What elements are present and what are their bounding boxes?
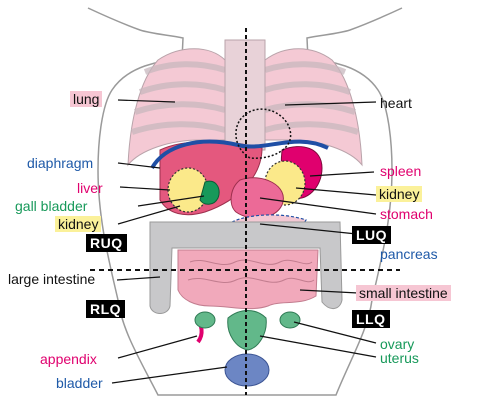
heart-label: heart xyxy=(380,95,412,111)
gall-bladder-label: gall bladder xyxy=(15,198,87,214)
kidney-right-label: kidney xyxy=(55,216,101,232)
left-ovary xyxy=(280,312,300,328)
large-intestine-label: large intestine xyxy=(8,271,95,287)
quadrant-llq: LLQ xyxy=(352,310,390,328)
liver-label: liver xyxy=(77,180,103,196)
kidney-left-label: kidney xyxy=(376,186,422,202)
uterus-label: uterus xyxy=(380,350,419,366)
right-kidney xyxy=(168,168,208,212)
small-intestine-label: small intestine xyxy=(356,285,451,301)
quadrant-rlq: RLQ xyxy=(86,300,125,318)
stomach-label: stomach xyxy=(380,206,433,222)
right-ovary xyxy=(195,312,215,328)
uterus xyxy=(228,311,267,351)
quadrant-luq: LUQ xyxy=(352,226,391,244)
bladder-label: bladder xyxy=(56,375,103,391)
quadrant-ruq: RUQ xyxy=(86,234,127,252)
pancreas-label: pancreas xyxy=(380,246,438,262)
appendix-label: appendix xyxy=(40,351,97,367)
spleen-label: spleen xyxy=(380,163,421,179)
lung-label: lung xyxy=(70,91,102,107)
diaphragm-label: diaphragm xyxy=(27,155,93,171)
